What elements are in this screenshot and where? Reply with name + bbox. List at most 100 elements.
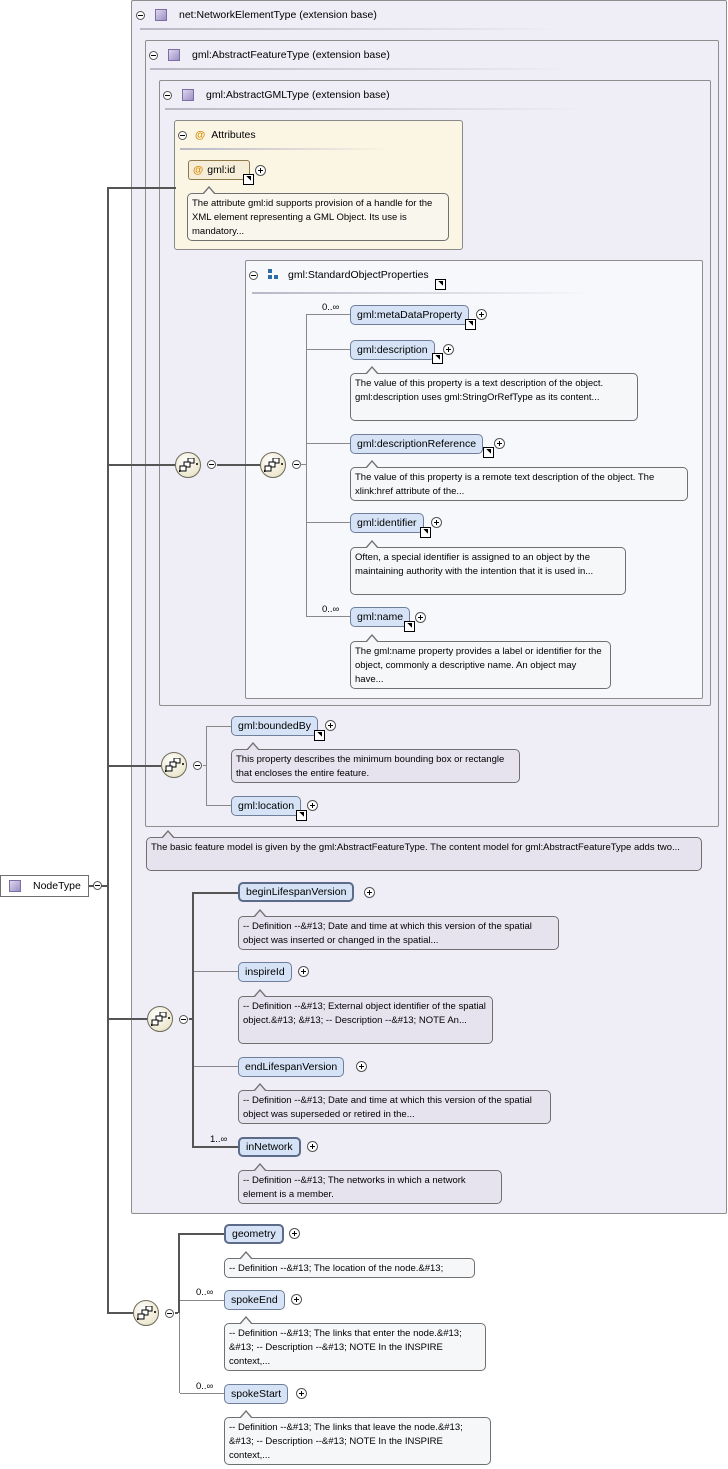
expand-icon[interactable]	[325, 720, 336, 731]
connector-line	[179, 1313, 180, 1393]
expand-icon[interactable]	[415, 612, 426, 623]
collapse-icon[interactable]	[193, 761, 202, 770]
expand-icon[interactable]	[356, 1061, 367, 1072]
collapse-icon[interactable]	[179, 1015, 188, 1024]
sequence-compositor-icon[interactable]	[161, 752, 187, 778]
root-node-type[interactable]: NodeType	[0, 875, 89, 897]
connector-line	[206, 726, 207, 805]
element-beginlifespanversion[interactable]: beginLifespanVersion	[238, 882, 355, 902]
element-spokeend[interactable]: spokeEnd	[224, 1290, 285, 1310]
expand-icon[interactable]	[289, 1228, 300, 1239]
connector-line	[107, 187, 109, 1313]
expand-icon[interactable]	[494, 438, 505, 449]
element-gml-name[interactable]: gml:name	[350, 607, 411, 627]
complex-type-icon	[9, 880, 21, 892]
link-icon[interactable]	[314, 730, 325, 741]
gml-id-doc: The attribute gml:id supports provision …	[187, 186, 449, 241]
link-icon[interactable]	[420, 527, 431, 538]
expand-icon[interactable]	[255, 165, 266, 176]
abstract-gml-title: gml:AbstractGMLType (extension base)	[206, 89, 390, 101]
link-icon[interactable]	[243, 174, 254, 185]
connector-line	[194, 1066, 238, 1067]
expand-icon[interactable]	[298, 966, 309, 977]
abstract-feature-doc: The basic feature model is given by the …	[146, 830, 702, 871]
sequence-compositor-icon[interactable]	[260, 452, 286, 478]
expand-icon[interactable]	[307, 800, 318, 811]
connector-line	[194, 971, 238, 972]
element-endlifespanversion[interactable]: endLifespanVersion	[238, 1057, 345, 1077]
connector-line	[178, 1233, 180, 1313]
connector-line	[107, 1312, 133, 1314]
link-icon[interactable]	[483, 447, 494, 458]
cardinality-label: 1..∞	[210, 1134, 228, 1145]
sequence-compositor-icon[interactable]	[133, 1300, 159, 1326]
expand-icon[interactable]	[431, 517, 442, 528]
element-gml-identifier[interactable]: gml:identifier	[350, 513, 424, 533]
element-gml-descriptionreference[interactable]: gml:descriptionReference	[350, 434, 484, 454]
link-icon[interactable]	[404, 621, 415, 632]
link-icon[interactable]	[296, 810, 307, 821]
element-inspireid[interactable]: inspireId	[238, 962, 292, 982]
connector-line	[107, 464, 175, 466]
collapse-icon[interactable]	[249, 270, 258, 280]
expand-icon[interactable]	[364, 887, 375, 898]
endlifespanversion-doc: -- Definition --&#13; Date and time at w…	[238, 1083, 551, 1124]
gml-identifier-doc: Often, a special identifier is assigned …	[350, 540, 626, 595]
expand-icon[interactable]	[296, 1388, 307, 1399]
connector-line	[107, 187, 176, 189]
gml-id-attribute[interactable]: @gml:id	[188, 160, 250, 180]
abstract-gml-header: gml:AbstractGMLType (extension base)	[163, 88, 390, 102]
link-icon[interactable]	[432, 353, 443, 364]
standard-object-properties-header: gml:StandardObjectProperties	[249, 268, 429, 282]
cardinality-label: 0..∞	[196, 1381, 214, 1392]
element-innetwork[interactable]: inNetwork	[238, 1137, 301, 1157]
expand-icon[interactable]	[291, 1294, 302, 1305]
complex-type-icon	[155, 9, 167, 21]
attributes-title: Attributes	[211, 129, 256, 141]
collapse-icon[interactable]	[207, 460, 216, 469]
cardinality-label: 0..∞	[196, 1287, 214, 1298]
complex-type-icon	[168, 49, 180, 61]
connector-line	[306, 443, 350, 444]
element-spokestart[interactable]: spokeStart	[224, 1384, 289, 1404]
expand-icon[interactable]	[476, 309, 487, 320]
attributes-header: @ Attributes	[178, 128, 256, 142]
collapse-icon[interactable]	[178, 130, 187, 140]
abstract-feature-title: gml:AbstractFeatureType (extension base)	[192, 49, 390, 61]
connector-line	[217, 464, 261, 466]
gml-description-doc: The value of this property is a text des…	[350, 366, 638, 421]
element-gml-metadataproperty[interactable]: gml:metaDataProperty	[350, 305, 470, 325]
link-icon[interactable]	[435, 279, 446, 290]
spokeend-doc: -- Definition --&#13; The links that ent…	[224, 1316, 486, 1371]
element-gml-description[interactable]: gml:description	[350, 340, 435, 360]
divider	[252, 292, 592, 294]
standard-object-properties-title: gml:StandardObjectProperties	[288, 269, 429, 281]
abstract-feature-header: gml:AbstractFeatureType (extension base)	[149, 48, 390, 62]
connector-line	[306, 349, 350, 350]
expand-icon[interactable]	[443, 344, 454, 355]
divider	[140, 28, 560, 30]
collapse-icon[interactable]	[136, 10, 145, 20]
element-geometry[interactable]: geometry	[224, 1224, 284, 1244]
gml-name-doc: The gml:name property provides a label o…	[350, 634, 611, 689]
sequence-compositor-icon[interactable]	[147, 1006, 173, 1032]
gml-descriptionreference-doc: The value of this property is a remote t…	[350, 460, 688, 501]
collapse-icon[interactable]	[165, 1309, 174, 1318]
divider	[165, 108, 585, 110]
collapse-icon[interactable]	[93, 881, 102, 890]
innetwork-doc: -- Definition --&#13; The networks in wh…	[238, 1163, 502, 1204]
connector-line	[107, 1018, 147, 1020]
connector-line	[306, 314, 350, 315]
link-icon[interactable]	[465, 319, 476, 330]
sequence-compositor-icon[interactable]	[175, 452, 201, 478]
cardinality-label: 0..∞	[322, 604, 340, 615]
element-gml-location[interactable]: gml:location	[231, 796, 302, 816]
collapse-icon[interactable]	[149, 50, 158, 60]
element-gml-boundedby[interactable]: gml:boundedBy	[231, 716, 318, 736]
spokestart-doc: -- Definition --&#13; The links that lea…	[224, 1410, 491, 1465]
collapse-icon[interactable]	[163, 90, 172, 100]
connector-line	[203, 765, 206, 766]
expand-icon[interactable]	[307, 1141, 318, 1152]
connector-line	[189, 1018, 192, 1020]
connector-line	[306, 616, 350, 617]
